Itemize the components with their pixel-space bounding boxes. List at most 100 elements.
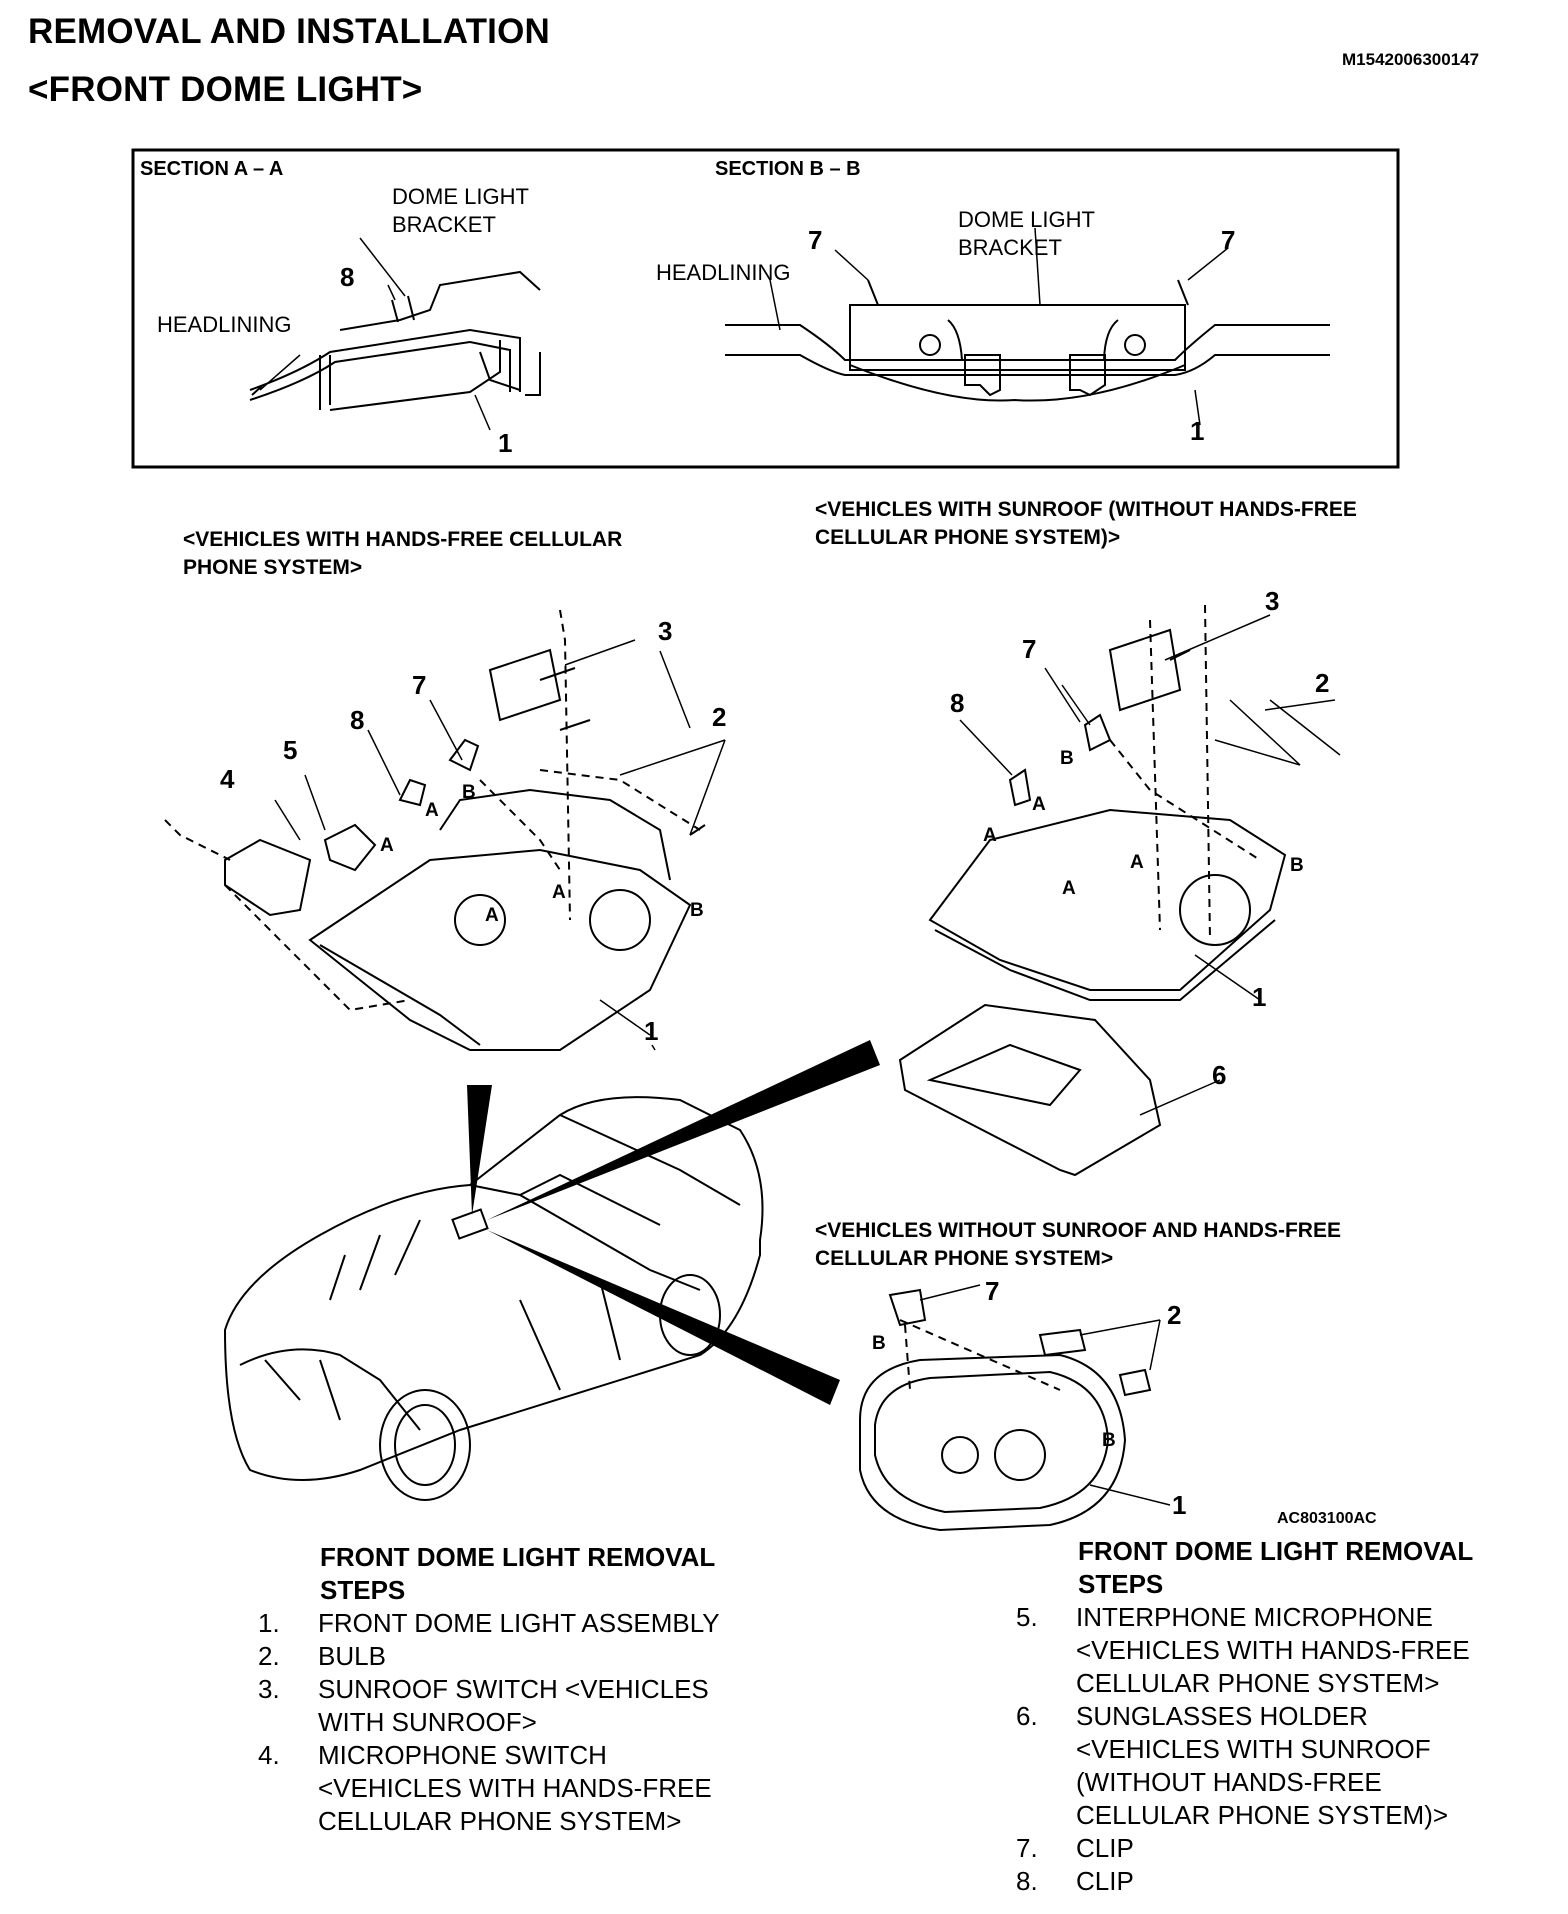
page-title: REMOVAL AND INSTALLATION — [28, 12, 550, 51]
section-b-title: SECTION B – B — [715, 158, 861, 180]
step-1-text: FRONT DOME LIGHT ASSEMBLY — [318, 1608, 720, 1638]
sunroof-callout-1: 1 — [1252, 982, 1267, 1012]
step-7-number: 7. — [1016, 1833, 1038, 1863]
steps-right-title-line2: STEPS — [1078, 1569, 1164, 1599]
step-3-text-line2: WITH SUNROOF> — [318, 1707, 537, 1737]
section-b-bracket-label-line1: DOME LIGHT — [958, 207, 1095, 232]
step-8-number: 8. — [1016, 1866, 1038, 1896]
hands-free-letter-a2: A — [380, 835, 394, 856]
sunroof-letter-a4: A — [1062, 878, 1076, 899]
step-5-text-line2: <VEHICLES WITH HANDS-FREE — [1076, 1635, 1470, 1665]
section-b-callout-7-left: 7 — [808, 225, 823, 255]
step-3-number: 3. — [258, 1674, 280, 1704]
step-1: 1. FRONT DOME LIGHT ASSEMBLY — [258, 1607, 818, 1640]
step-6-text-line3: (WITHOUT HANDS-FREE — [1076, 1767, 1382, 1797]
step-4: 4. MICROPHONE SWITCH <VEHICLES WITH HAND… — [258, 1739, 818, 1838]
section-a-title: SECTION A – A — [140, 158, 284, 180]
step-5-text-line3: CELLULAR PHONE SYSTEM> — [1076, 1668, 1440, 1698]
steps-right-title-line1: FRONT DOME LIGHT REMOVAL — [1078, 1536, 1474, 1566]
step-6-text-line2: <VEHICLES WITH SUNROOF — [1076, 1734, 1431, 1764]
hands-free-callout-4: 4 — [220, 764, 235, 794]
step-5-number: 5. — [1016, 1602, 1038, 1632]
basic-caption-line1: <VEHICLES WITHOUT SUNROOF AND HANDS-FREE — [815, 1219, 1341, 1242]
hands-free-letter-a3: A — [552, 882, 566, 903]
basic-callout-2: 2 — [1167, 1300, 1182, 1330]
sunroof-letter-a1: A — [1032, 794, 1046, 815]
hands-free-letter-b2: B — [690, 900, 704, 921]
sunroof-letter-a2: A — [983, 825, 997, 846]
basic-letter-b2: B — [1102, 1430, 1116, 1451]
hands-free-assembly-drawing — [164, 609, 726, 1051]
steps-left-title-line2: STEPS — [320, 1575, 406, 1605]
section-box-frame — [131, 148, 1400, 469]
section-b-drawing — [725, 227, 1330, 426]
step-6-number: 6. — [1016, 1701, 1038, 1731]
section-a-callout-8: 8 — [340, 262, 355, 292]
sunroof-callout-3: 3 — [1265, 586, 1280, 616]
step-4-text-line1: MICROPHONE SWITCH — [318, 1740, 607, 1770]
step-5: 5. INTERPHONE MICROPHONE <VEHICLES WITH … — [1016, 1601, 1556, 1700]
step-5-text-line1: INTERPHONE MICROPHONE — [1076, 1602, 1433, 1632]
step-6-text-line4: CELLULAR PHONE SYSTEM)> — [1076, 1800, 1449, 1830]
step-4-number: 4. — [258, 1740, 280, 1770]
hands-free-caption-line1: <VEHICLES WITH HANDS-FREE CELLULAR — [183, 528, 623, 551]
section-b-callout-1: 1 — [1190, 416, 1205, 446]
step-4-text-line2: <VEHICLES WITH HANDS-FREE — [318, 1773, 712, 1803]
section-b-headlining-label: HEADLINING — [656, 260, 791, 285]
step-7-text: CLIP — [1076, 1833, 1134, 1863]
steps-left-title-line1: FRONT DOME LIGHT REMOVAL — [320, 1542, 716, 1572]
hands-free-callout-3: 3 — [658, 616, 673, 646]
hands-free-letter-a1: A — [425, 800, 439, 821]
sunglasses-holder-drawing — [898, 1003, 1162, 1177]
section-a-drawing — [249, 237, 541, 431]
section-a-callout-1: 1 — [498, 428, 513, 458]
section-b-callout-7-right: 7 — [1221, 225, 1236, 255]
step-3-text-line1: SUNROOF SWITCH <VEHICLES — [318, 1674, 709, 1704]
page-subtitle: <FRONT DOME LIGHT> — [28, 70, 423, 109]
step-7: 7. CLIP — [1016, 1832, 1556, 1865]
sunroof-caption-line2: CELLULAR PHONE SYSTEM)> — [815, 526, 1121, 549]
sunroof-callout-7: 7 — [1022, 634, 1037, 664]
hands-free-callout-2: 2 — [712, 702, 727, 732]
step-8: 8. CLIP — [1016, 1865, 1556, 1898]
sunroof-letter-a3: A — [1130, 852, 1144, 873]
step-4-text-line3: CELLULAR PHONE SYSTEM> — [318, 1806, 682, 1836]
pointer-wedges — [467, 1040, 880, 1405]
step-6-text-line1: SUNGLASSES HOLDER — [1076, 1701, 1368, 1731]
hands-free-caption-line2: PHONE SYSTEM> — [183, 556, 363, 579]
hands-free-callout-7: 7 — [412, 670, 427, 700]
sunroof-callout-6: 6 — [1212, 1060, 1227, 1090]
section-b-bracket-label-line2: BRACKET — [958, 235, 1062, 260]
dome-light-location-marker — [451, 1208, 489, 1240]
basic-callout-1: 1 — [1172, 1490, 1187, 1520]
section-a-headlining-label: HEADLINING — [157, 312, 292, 337]
step-2: 2. BULB — [258, 1640, 818, 1673]
basic-caption-line2: CELLULAR PHONE SYSTEM> — [815, 1247, 1114, 1270]
sunroof-letter-b2: B — [1290, 855, 1304, 876]
steps-left: FRONT DOME LIGHT REMOVAL STEPS 1. FRONT … — [258, 1541, 818, 1838]
sunroof-assembly-drawing — [898, 604, 1341, 1177]
hands-free-callout-5: 5 — [283, 735, 298, 765]
sunroof-callout-2: 2 — [1315, 668, 1330, 698]
step-8-text: CLIP — [1076, 1866, 1134, 1896]
step-2-text: BULB — [318, 1641, 386, 1671]
hands-free-letter-a4: A — [485, 905, 499, 926]
step-2-number: 2. — [258, 1641, 280, 1671]
document-id: M1542006300147 — [1342, 50, 1480, 69]
basic-letter-b1: B — [872, 1333, 886, 1354]
step-3: 3. SUNROOF SWITCH <VEHICLES WITH SUNROOF… — [258, 1673, 818, 1739]
hands-free-callout-1: 1 — [644, 1016, 659, 1046]
basic-callout-7: 7 — [985, 1276, 1000, 1306]
sunroof-callout-8: 8 — [950, 688, 965, 718]
hands-free-callout-8: 8 — [350, 705, 365, 735]
steps-right: FRONT DOME LIGHT REMOVAL STEPS 5. INTERP… — [1016, 1535, 1556, 1898]
step-6: 6. SUNGLASSES HOLDER <VEHICLES WITH SUNR… — [1016, 1700, 1556, 1832]
section-a-bracket-label-line1: DOME LIGHT — [392, 184, 529, 209]
sunroof-letter-b1: B — [1060, 748, 1074, 769]
sunroof-caption-line1: <VEHICLES WITH SUNROOF (WITHOUT HANDS-FR… — [815, 498, 1357, 521]
step-1-number: 1. — [258, 1608, 280, 1638]
hands-free-letter-b1: B — [462, 782, 476, 803]
basic-assembly-drawing — [859, 1284, 1171, 1532]
car-illustration — [223, 1096, 764, 1501]
